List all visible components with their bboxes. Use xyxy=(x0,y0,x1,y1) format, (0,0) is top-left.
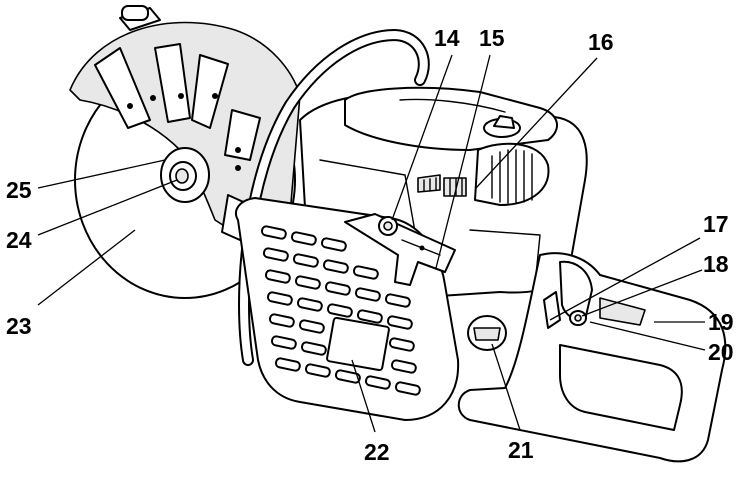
blade-assembly xyxy=(69,5,301,299)
cooling-slots xyxy=(417,174,467,197)
callout-21: 21 xyxy=(508,437,534,463)
callout-25: 25 xyxy=(6,177,32,203)
callout-17: 17 xyxy=(703,211,729,237)
callout-23: 23 xyxy=(6,313,32,339)
callout-16: 16 xyxy=(588,29,614,55)
plate-slots xyxy=(260,225,421,396)
plate-label-panel xyxy=(326,316,390,372)
callout-20: 20 xyxy=(708,339,734,365)
callout-24: 24 xyxy=(6,227,32,253)
blade-bolt xyxy=(175,168,189,184)
callout-labels: 14 15 16 17 18 19 20 21 22 23 24 25 xyxy=(6,25,734,465)
callout-14: 14 xyxy=(434,25,460,51)
callout-22: 22 xyxy=(364,439,390,465)
rear-handle xyxy=(457,252,727,463)
callout-19: 19 xyxy=(708,309,734,335)
callout-18: 18 xyxy=(703,251,729,277)
callout-15: 15 xyxy=(479,25,505,51)
air-vent-grille xyxy=(491,149,533,204)
leader-lines xyxy=(37,54,706,433)
choke-control xyxy=(467,315,507,351)
starter-handle xyxy=(344,213,456,286)
